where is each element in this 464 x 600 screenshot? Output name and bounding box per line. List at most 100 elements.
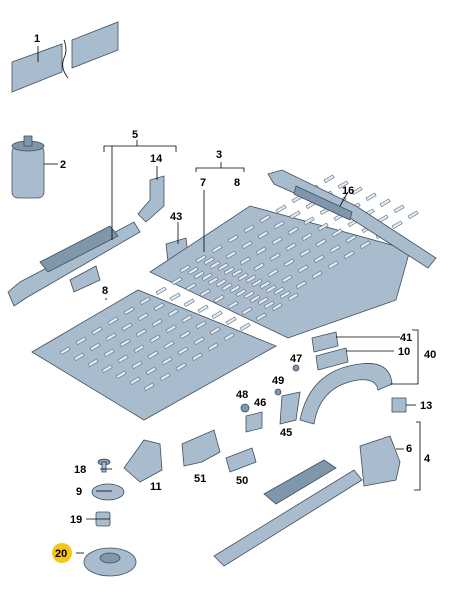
floor-slot: [129, 376, 141, 386]
floor-slot: [217, 262, 229, 272]
floor-slot: [407, 210, 419, 220]
floor-slot: [237, 272, 249, 282]
floor-slot: [267, 268, 279, 278]
floor-slot: [213, 294, 225, 304]
floor-slot: [287, 292, 299, 302]
floor-slot: [119, 338, 131, 348]
floor-slot: [155, 286, 167, 296]
callout-50: 50: [236, 475, 248, 487]
callout-49: 49: [272, 375, 284, 387]
floor-slot: [171, 276, 183, 286]
lead-lines: [37, 46, 421, 554]
floor-slot: [177, 346, 189, 356]
floor-slot: [303, 216, 315, 226]
part-11-bracket: [123, 439, 163, 483]
floor-slot: [211, 310, 223, 320]
floor-slot: [169, 292, 181, 302]
floor-slot: [259, 280, 271, 290]
floor-slot: [271, 236, 283, 246]
floor-slot: [187, 266, 199, 276]
floor-slot: [105, 332, 117, 342]
callout-48: 48: [236, 389, 248, 401]
floor-slot: [139, 296, 151, 306]
floor-slot: [163, 340, 175, 350]
floor-slot: [103, 348, 115, 358]
floor-slot: [149, 334, 161, 344]
callout-18: 18: [74, 464, 86, 476]
callout-13: 13: [420, 400, 432, 412]
part-18-bolt: [97, 458, 111, 473]
floor-slot: [275, 204, 287, 214]
callout-41: 41: [400, 332, 412, 344]
floor-slot: [391, 220, 403, 230]
part-14-bracket: [137, 175, 165, 223]
floor-slot: [133, 344, 145, 354]
floor-slot: [147, 350, 159, 360]
floor-slot: [207, 342, 219, 352]
callout-11: 11: [150, 481, 162, 493]
floor-slot: [257, 296, 269, 306]
floor-slot: [265, 284, 277, 294]
floor-slot: [185, 282, 197, 292]
floor-slot: [351, 186, 363, 196]
floor-slot: [235, 288, 247, 298]
floor-slot: [239, 256, 251, 266]
floor-slot: [231, 268, 243, 278]
floor-slot: [145, 366, 157, 376]
floor-slot: [225, 316, 237, 326]
floor-slot: [311, 270, 323, 280]
callout-20-highlight: [52, 543, 72, 563]
floor-slot: [115, 370, 127, 380]
floor-slot: [279, 290, 291, 300]
floor-slot: [193, 270, 205, 280]
floor-slot: [135, 328, 147, 338]
floor-slot: [159, 372, 171, 382]
floor-slot: [255, 246, 267, 256]
floor-slot: [101, 364, 113, 374]
callout-19: 19: [70, 514, 82, 526]
floor-slot: [181, 314, 193, 324]
floor-slot: [257, 230, 269, 240]
floor-slot: [283, 258, 295, 268]
part-3-rear-floor: [149, 174, 419, 339]
floor-slot: [295, 280, 307, 290]
floor-slot: [179, 330, 191, 340]
floor-slot: [107, 316, 119, 326]
floor-slot: [167, 308, 179, 318]
callout-3: 3: [216, 149, 222, 161]
part-wheel-arch: [299, 363, 393, 425]
callout-14: 14: [150, 153, 163, 165]
floor-slot: [317, 222, 329, 232]
callout-40: 40: [424, 349, 436, 361]
part-8-front-floor: [31, 256, 299, 421]
floor-slot: [209, 260, 221, 270]
floor-slot: [297, 264, 309, 274]
floor-slot: [151, 318, 163, 328]
part-10-bracket: [315, 347, 349, 371]
floor-slot: [249, 294, 261, 304]
floor-slot: [285, 242, 297, 252]
floor-slot: [201, 272, 213, 282]
floor-slot: [225, 250, 237, 260]
part-6-bracket: [359, 435, 401, 487]
floor-slot: [215, 278, 227, 288]
callout-20: 20: [55, 548, 67, 560]
floor-slot: [243, 224, 255, 234]
floor-slot: [143, 382, 155, 392]
floor-slot: [137, 312, 149, 322]
part-41-bracket: [311, 331, 339, 353]
part-9-disc: [91, 483, 125, 501]
part-20-foot: [83, 547, 137, 577]
floor-slot: [203, 256, 215, 266]
callout-4: 4: [424, 453, 431, 465]
floor-slot: [253, 262, 265, 272]
floor-slot: [263, 300, 275, 310]
floor-slot: [199, 288, 211, 298]
floor-slot: [243, 290, 255, 300]
floor-slot: [227, 300, 239, 310]
callout-2: 2: [60, 159, 66, 171]
part-13-clip: [391, 397, 407, 413]
callout-9: 9: [76, 486, 82, 498]
floor-slot: [241, 240, 253, 250]
